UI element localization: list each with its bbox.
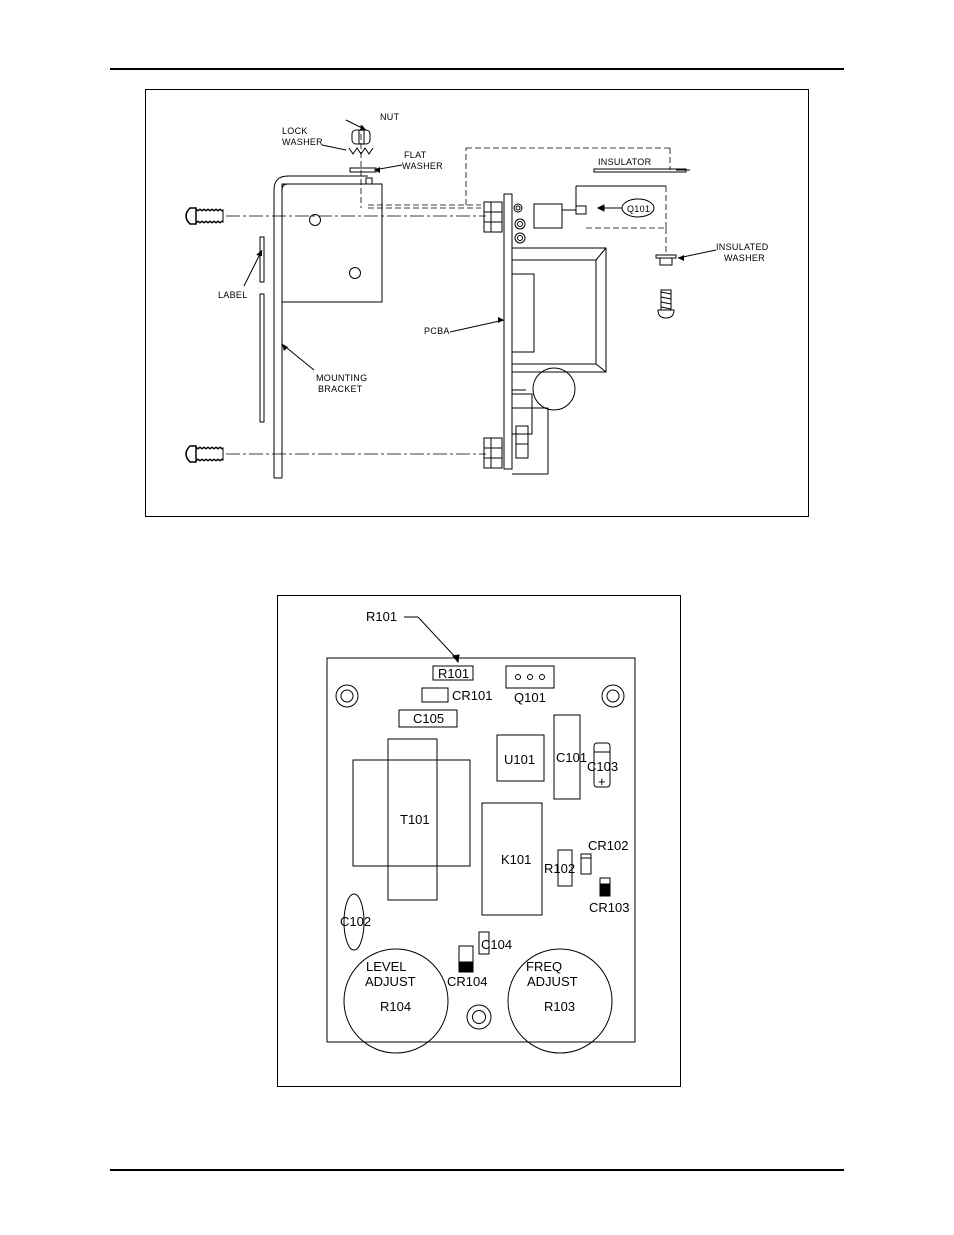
mounting-hole-top-right — [601, 684, 625, 708]
label-c104: C104 — [481, 937, 512, 952]
insulator — [593, 168, 687, 173]
label-freq-adjust-2: ADJUST — [527, 974, 578, 989]
label-c103-plus: + — [598, 774, 606, 789]
footer-rule — [110, 1169, 844, 1171]
label-level-adjust-2: ADJUST — [365, 974, 416, 989]
label-k101: K101 — [501, 852, 531, 867]
component-r102 — [557, 849, 573, 887]
label-r102: R102 — [544, 861, 575, 876]
label-q101: Q101 — [514, 690, 546, 705]
insulated-washer-screw — [655, 228, 677, 319]
bottom-screw — [185, 445, 224, 463]
component-c104 — [478, 931, 490, 955]
component-u101 — [496, 734, 545, 782]
label-mounting-bracket-1: MOUNTING — [316, 373, 367, 383]
component-k101 — [481, 802, 543, 916]
component-q101 — [505, 665, 555, 689]
component-cr102 — [580, 853, 592, 875]
mounting-bracket — [273, 175, 383, 479]
label-insulated-washer-1: INSULATED — [716, 242, 769, 252]
label-cr101: CR101 — [452, 688, 492, 703]
label-r104: R104 — [380, 999, 411, 1014]
label-flat-washer-2: WASHER — [402, 161, 443, 171]
top-screw — [185, 207, 224, 225]
component-cr101 — [421, 687, 449, 703]
component-c103 — [593, 742, 611, 788]
pcb-layout-diagram: R101 R101 CR101 Q101 C105 U101 C101 C103… — [326, 609, 636, 1054]
component-t101 — [352, 738, 471, 901]
label-cr103: CR103 — [589, 900, 629, 915]
label-freq-adjust-1: FREQ — [526, 959, 562, 974]
label-r101: R101 — [438, 666, 469, 681]
label-insulator: INSULATOR — [598, 157, 652, 167]
component-cr103 — [599, 877, 611, 897]
label-r101-callout: R101 — [366, 609, 397, 624]
component-c101 — [553, 714, 581, 800]
label-nut: NUT — [380, 112, 400, 122]
label-level-adjust-1: LEVEL — [366, 959, 406, 974]
label-q101: Q101 — [627, 204, 650, 214]
label-lock-washer-1: LOCK — [282, 126, 308, 136]
assembly-diagram: NUT LOCK WASHER FLAT WASHER INSULATOR Q1… — [185, 112, 769, 479]
component-c102 — [343, 893, 365, 951]
pcb-layout-panel: R101 R101 CR101 Q101 C105 U101 C101 C103… — [277, 595, 681, 1087]
mounting-hole-bottom-center — [466, 1004, 492, 1030]
label-u101: U101 — [504, 752, 535, 767]
label-strip — [259, 236, 265, 423]
label-r103: R103 — [544, 999, 575, 1014]
assembly-diagram-panel: NUT LOCK WASHER FLAT WASHER INSULATOR Q1… — [145, 89, 809, 517]
label-c103: C103 — [587, 759, 618, 774]
label-t101: T101 — [400, 812, 430, 827]
label-label: LABEL — [218, 290, 248, 300]
component-r104 — [343, 948, 449, 1054]
component-r101 — [432, 665, 474, 681]
pcba-board — [483, 185, 667, 475]
label-insulated-washer-2: WASHER — [724, 253, 765, 263]
pcb-board-outline — [326, 657, 636, 1043]
label-cr104: CR104 — [447, 974, 487, 989]
label-lock-washer-2: WASHER — [282, 137, 323, 147]
component-cr104 — [458, 945, 474, 973]
label-mounting-bracket-2: BRACKET — [318, 384, 363, 394]
label-flat-washer-1: FLAT — [404, 150, 427, 160]
label-pcba: PCBA — [424, 326, 450, 336]
component-r103 — [507, 948, 613, 1054]
header-rule — [110, 68, 844, 70]
label-c101: C101 — [556, 750, 587, 765]
mounting-hole-top-left — [335, 684, 359, 708]
label-c105: C105 — [413, 711, 444, 726]
label-c102: C102 — [340, 914, 371, 929]
component-c105 — [398, 709, 458, 728]
label-cr102: CR102 — [588, 838, 628, 853]
